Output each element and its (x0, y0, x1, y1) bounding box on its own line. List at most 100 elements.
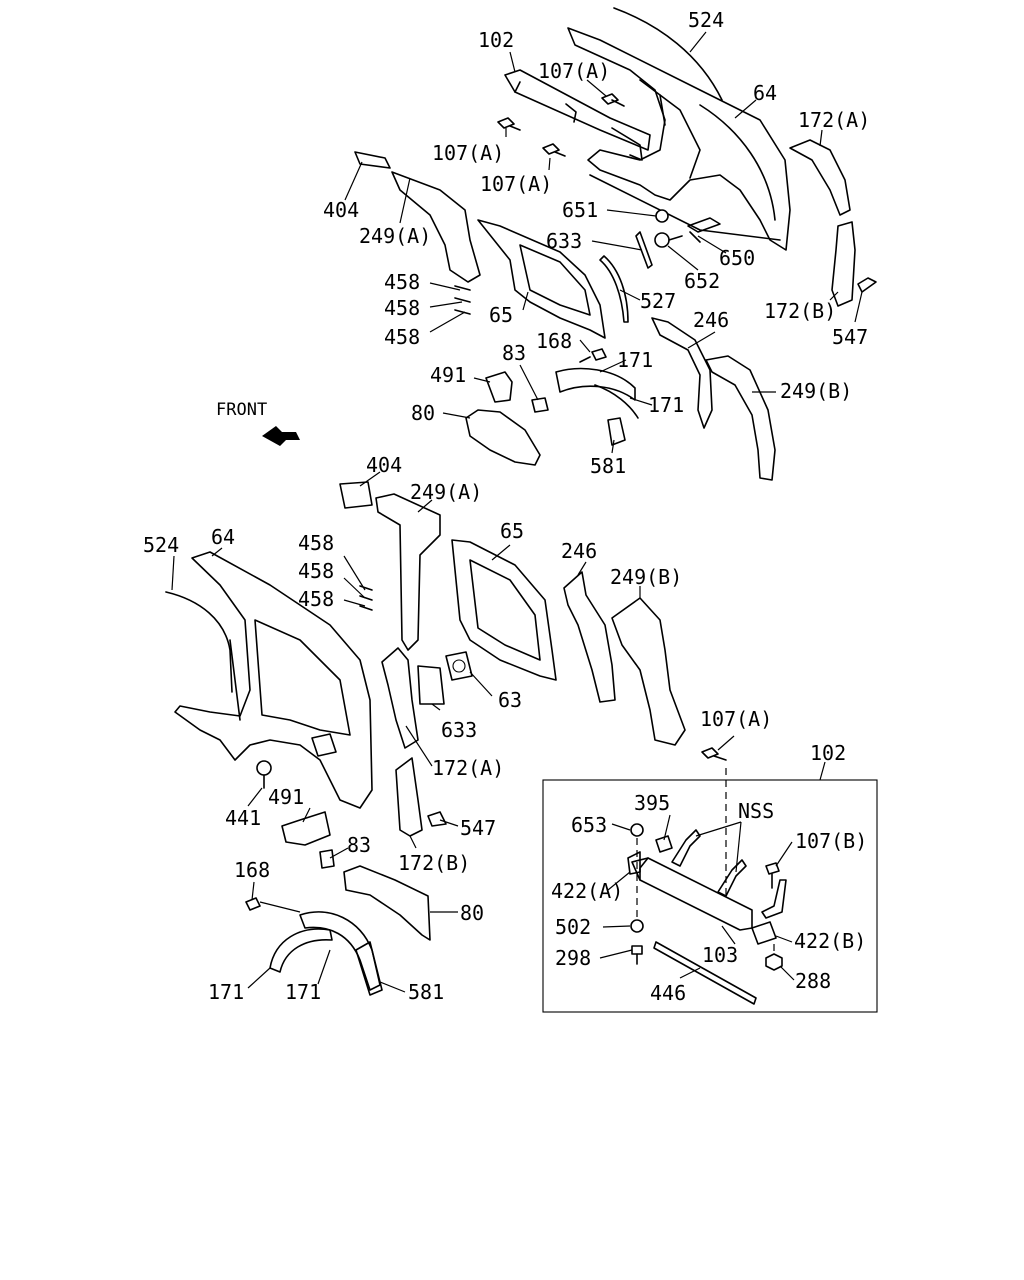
part-63-bottom (445, 651, 473, 681)
screw-298 (631, 945, 643, 965)
part-246-bottom (563, 571, 616, 703)
callout-458-top-2: 458 (384, 296, 420, 320)
callout-547-top: 547 (832, 325, 868, 349)
callout-446: 446 (650, 981, 686, 1005)
callout-107b: 107(B) (795, 829, 867, 853)
callout-80-top: 80 (411, 401, 435, 425)
callout-581-bottom: 581 (408, 980, 444, 1004)
part-249a-bottom (375, 493, 441, 651)
part-547-bottom (427, 811, 447, 827)
callout-458-top-3: 458 (384, 325, 420, 349)
callout-650-top: 650 (719, 246, 755, 270)
part-83-bottom (319, 849, 335, 869)
callout-172a-top: 172(A) (798, 108, 870, 132)
front-arrow-icon (262, 426, 300, 446)
callout-171-top-2: 171 (648, 393, 684, 417)
callout-83-bottom: 83 (347, 833, 371, 857)
callout-458-bottom-2: 458 (298, 559, 334, 583)
nut-288 (765, 953, 783, 971)
part-422b (751, 921, 777, 945)
callout-502: 502 (555, 915, 591, 939)
part-246-top (651, 317, 713, 429)
bolt-107b (765, 862, 780, 889)
callout-172b-bottom: 172(B) (398, 851, 470, 875)
part-171-top (555, 367, 636, 401)
callout-64-top: 64 (753, 81, 777, 105)
part-446 (653, 941, 757, 1005)
callout-nss: NSS (738, 799, 774, 823)
part-633-bottom (417, 665, 445, 705)
clip-458-top (454, 285, 471, 315)
callout-64-bottom: 64 (211, 525, 235, 549)
callout-422b: 422(B) (794, 929, 866, 953)
callout-547-bottom: 547 (460, 816, 496, 840)
callout-491-top: 491 (430, 363, 466, 387)
inset-102-detail (542, 747, 878, 1013)
callout-652-top: 652 (684, 269, 720, 293)
part-524-bottom (165, 591, 233, 693)
bolt-652-top (654, 232, 683, 248)
callout-65-top: 65 (489, 303, 513, 327)
part-171-bottom-2 (299, 911, 381, 991)
callout-527-top: 527 (640, 289, 676, 313)
callout-102-bottom: 102 (810, 741, 846, 765)
part-404-bottom (339, 481, 373, 509)
part-65-bottom (451, 539, 557, 681)
bolt-107a-top-3 (542, 143, 566, 157)
bolt-107a-bottom (701, 747, 727, 761)
part-171-top-2 (594, 384, 639, 419)
callout-404-top: 404 (323, 198, 359, 222)
inset-frame (542, 779, 878, 1013)
part-64-top (567, 27, 791, 251)
callout-458-top-1: 458 (384, 270, 420, 294)
callout-107a-top-1: 107(A) (538, 59, 610, 83)
bottom-assembly-view (165, 481, 686, 996)
washer-653 (630, 823, 644, 837)
callout-172a-bottom: 172(A) (432, 756, 504, 780)
labels: FRONT 524 102 107(A) 64 107(A) 107(A) 17… (143, 8, 870, 1005)
part-80-bottom (343, 865, 431, 941)
callout-524-top: 524 (688, 8, 724, 32)
callout-651-top: 651 (562, 198, 598, 222)
clip-458-bottom (359, 585, 373, 611)
callout-524-bottom: 524 (143, 533, 179, 557)
part-422b-clip (761, 879, 787, 919)
callout-441-bottom: 441 (225, 806, 261, 830)
callout-422a: 422(A) (551, 879, 623, 903)
callout-102-top: 102 (478, 28, 514, 52)
bracket-650-top (687, 217, 721, 243)
part-102-top (504, 69, 651, 161)
part-172b-bottom (395, 757, 423, 837)
callout-171-bottom-1: 171 (208, 980, 244, 1004)
callout-298: 298 (555, 946, 591, 970)
front-indicator (262, 426, 300, 446)
callout-653: 653 (571, 813, 607, 837)
part-491-bottom (281, 811, 331, 846)
callout-103: 103 (702, 943, 738, 967)
callout-63-bottom: 63 (498, 688, 522, 712)
callout-249a-top: 249(A) (359, 224, 431, 248)
part-65-top (477, 219, 606, 339)
part-83-top (531, 397, 549, 413)
callout-171-top-1: 171 (617, 348, 653, 372)
callout-249b-bottom: 249(B) (610, 565, 682, 589)
callout-249b-top: 249(B) (780, 379, 852, 403)
callout-581-top: 581 (590, 454, 626, 478)
callout-172b-top: 172(B) (764, 299, 836, 323)
callout-633-bottom: 633 (441, 718, 477, 742)
part-581-top (607, 417, 626, 446)
callout-458-bottom-1: 458 (298, 531, 334, 555)
part-524-top (613, 7, 723, 101)
part-527-top (599, 255, 629, 323)
bolt-168-top (579, 348, 607, 363)
callout-395: 395 (634, 791, 670, 815)
part-422a (627, 851, 641, 875)
callout-246-bottom: 246 (561, 539, 597, 563)
part-491-top (485, 371, 513, 403)
callout-288: 288 (795, 969, 831, 993)
callout-633-top: 633 (546, 229, 582, 253)
callout-168-top: 168 (536, 329, 572, 353)
callout-107a-top-2: 107(A) (432, 141, 504, 165)
part-80-top (465, 409, 541, 466)
